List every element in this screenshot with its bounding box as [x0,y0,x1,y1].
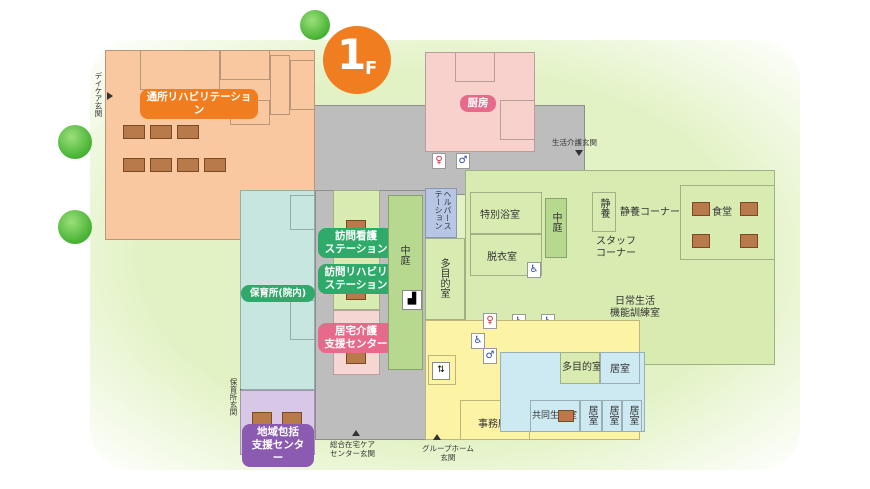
home-care-entrance-line1: 総合在宅ケア [330,440,375,449]
multi-purpose-2-label: 多目的室 [562,362,602,373]
staff-corner-line2: コーナー [596,248,636,259]
daily-training-line2: 機能訓練室 [610,308,660,319]
kitchen-label: 厨房 [460,95,496,112]
female-restroom-icon: ♀ [432,153,446,169]
daily-training-label: 日常生活 機能訓練室 [610,296,660,320]
life-care-entrance-label: 生活介護玄関 [552,138,597,147]
care-support-label-line1: 居宅介護 [335,325,377,337]
wheelchair-icon: ♿ [527,262,541,278]
nursery-entrance-label: 保育所玄関 [229,378,238,416]
dining-table-icon [150,158,172,172]
entrance-arrow-icon [352,430,360,436]
rehab-subroom [270,55,290,115]
day-care-entrance-label: デイケア玄関 [94,72,103,117]
tokubetsu-bath-room [470,192,542,234]
tree-icon [300,10,330,40]
nursery-label: 保育所(院内) [241,285,315,302]
visit-nursing-label: 訪問看護 ステーション [318,228,394,258]
entrance-arrow-icon [107,92,113,100]
nursery-subroom [290,300,315,340]
courtyard-left [388,195,423,370]
nursery-subroom [290,195,315,230]
dining-table-icon [740,234,758,248]
courtyard-right [545,198,567,258]
daily-training-line1: 日常生活 [615,296,655,307]
dining-table-icon [177,158,199,172]
staff-corner-label: スタッフ コーナー [596,236,636,260]
kyoshitsu-label: 居室 [610,364,630,375]
home-care-entrance-label: 総合在宅ケア センター玄関 [330,440,375,458]
helper-station-area [425,188,457,238]
seiyo-label: 静養 [598,198,609,218]
dining-table-icon [558,410,574,422]
care-support-label-line2: 支援センター [324,338,388,350]
tree-icon [58,210,92,244]
visit-rehab-label-line2: ステーション [324,279,388,291]
floor-unit: F [365,58,378,79]
group-home-entrance-line1: グループホーム [422,444,474,453]
stairs-icon: ▟ [402,290,422,310]
entrance-arrow-icon [575,150,583,156]
seiyo-corner-label: 静養コーナー [620,207,680,218]
rehab-subroom [220,50,270,80]
dining-table-icon [150,125,172,139]
multi-purpose-room-1 [425,238,465,320]
helper-station-label: ヘルパーステーション [434,190,452,230]
community-label-line2: 支援センター [251,439,305,464]
dining-table-icon [123,158,145,172]
tree-icon [58,125,92,159]
kitchen-subroom [455,52,495,82]
rehab-subroom [140,50,220,90]
visit-nursing-label-line2: ステーション [324,243,388,255]
tokubetsu-bath-label: 特別浴室 [480,210,520,221]
seiyo-room [592,192,616,232]
rehab-day-label: 通所リハビリテーション [140,89,258,119]
dining-table-icon [740,202,758,216]
wheelchair-icon: ♿ [471,333,485,349]
dining-table-icon [204,158,226,172]
visit-nursing-label-line1: 訪問看護 [335,230,377,242]
male-restroom-icon: ♂ [456,153,470,169]
care-support-label: 居宅介護 支援センター [318,323,394,353]
courtyard-left-label: 中庭 [398,245,409,265]
kyoshitsu-b-label: 居室 [607,405,618,425]
male-restroom-icon: ♂ [483,348,497,364]
visit-rehab-label-line1: 訪問リハビリ [324,266,388,278]
group-home-entrance-label: グループホーム 玄関 [422,444,474,462]
staff-corner-line1: スタッフ [596,236,636,247]
kyoshitsu-c-label: 居室 [627,405,638,425]
dining-table-icon [692,234,710,248]
dining-table-icon [177,125,199,139]
visit-rehab-label: 訪問リハビリ ステーション [318,264,394,294]
dining-table-icon [123,125,145,139]
entrance-arrow-icon [433,434,441,440]
floor-number: 1 [337,30,367,79]
kyoshitsu-room-b [602,400,622,432]
courtyard-right-label: 中庭 [550,212,561,232]
elevator-icon: ⇅ [432,362,450,380]
kyoshitsu-a-label: 居室 [586,405,597,425]
group-home-entrance-line2: 玄関 [440,453,456,462]
dining-table-icon [346,352,366,364]
multi-purpose-room-2 [560,352,600,384]
kyodo-seikatsu-label: 共同生活室 [532,411,578,421]
shokudo-label: 食堂 [712,207,732,218]
rehab-subroom [290,60,315,110]
home-care-entrance-line2: センター玄関 [330,449,375,458]
kyoshitsu-room [600,352,640,384]
kitchen-subroom [500,100,535,140]
kyoshitsu-room-a [580,400,602,432]
jimusho-label: 事務所 [478,419,508,430]
dining-hall [680,185,775,260]
multi-purpose-1-label: 多目的室 [438,258,449,298]
kyoshitsu-room-c [622,400,642,432]
community-label-line1: 地域包括 [257,426,299,438]
datsui-label: 脱衣室 [487,252,517,263]
community-label: 地域包括 支援センター [242,424,314,467]
floor-badge: 1 F [323,26,391,94]
dining-table-icon [692,202,710,216]
female-restroom-icon: ♀ [483,313,497,329]
